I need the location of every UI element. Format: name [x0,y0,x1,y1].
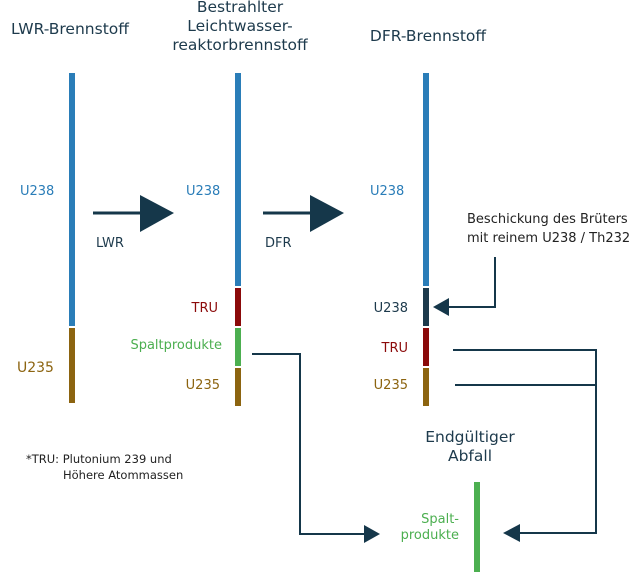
feed-arrow [433,257,496,316]
feed-note: Beschickung des Brüters mit reinem U238 … [467,210,630,248]
dfr-process-arrow [263,195,344,232]
irradiated-u238-bar [235,73,241,286]
dfr-u238-bar [423,73,429,286]
final-spaltprodukte-label: Spalt- produkte [380,512,459,544]
title-irradiated-line1: Bestrahlter [196,0,284,16]
final-spaltprodukte-label-line2: produkte [400,528,459,543]
dfr-tru-bar [423,328,429,366]
feed-note-line2: mit reinem U238 / Th232 [467,231,631,246]
lwr-process-arrow [93,195,174,232]
tru-u235-waste-arrow [453,349,597,542]
tru-footnote-line2: Höhere Atommassen [63,468,184,482]
tru-footnote: *TRU: Plutonium 239 und Höhere Atommasse… [26,451,183,483]
lwr-u235-bar [69,328,75,403]
irradiated-tru-bar [235,288,241,326]
title-final-waste-line1: Endgültiger [425,428,515,446]
spaltprodukte-waste-arrow [252,353,380,543]
lwr-process-label: LWR [96,236,124,251]
lwr-u238-label: U238 [20,184,55,199]
dfr-tru-label: TRU [381,341,409,356]
title-irradiated-line3: reaktorbrennstoff [172,36,308,54]
title-final-waste: Endgültiger Abfall [410,428,530,466]
feed-note-line1: Beschickung des Brüters [467,212,628,227]
irradiated-spaltprodukte-label: Spaltprodukte [130,338,222,353]
title-dfr-fuel: DFR-Brennstoff [369,27,487,45]
dfr-u238-label: U238 [370,184,405,199]
title-irradiated-fuel: Bestrahlter Leichtwasser- reaktorbrennst… [155,0,325,55]
title-irradiated-line2: Leichtwasser- [187,17,293,35]
irradiated-u235-label: U235 [185,378,220,393]
lwr-u235-label: U235 [17,360,54,376]
irradiated-u238-label: U238 [186,184,221,199]
final-spaltprodukte-bar [474,482,480,572]
dfr-u235-label: U235 [373,378,408,393]
title-final-waste-line2: Abfall [447,447,492,465]
irradiated-u235-bar [235,368,241,406]
tru-footnote-line1: *TRU: Plutonium 239 und [26,452,172,466]
title-lwr-fuel: LWR-Brennstoff [11,20,129,38]
dfr-u238-feed-bar [423,288,429,326]
irradiated-tru-label: TRU [191,301,219,316]
dfr-u238-feed-label: U238 [373,301,408,316]
final-spaltprodukte-label-line1: Spalt- [421,512,459,527]
dfr-u235-bar [423,368,429,406]
irradiated-spaltprodukte-bar [235,328,241,366]
dfr-process-label: DFR [265,236,292,251]
lwr-u238-bar [69,73,75,326]
